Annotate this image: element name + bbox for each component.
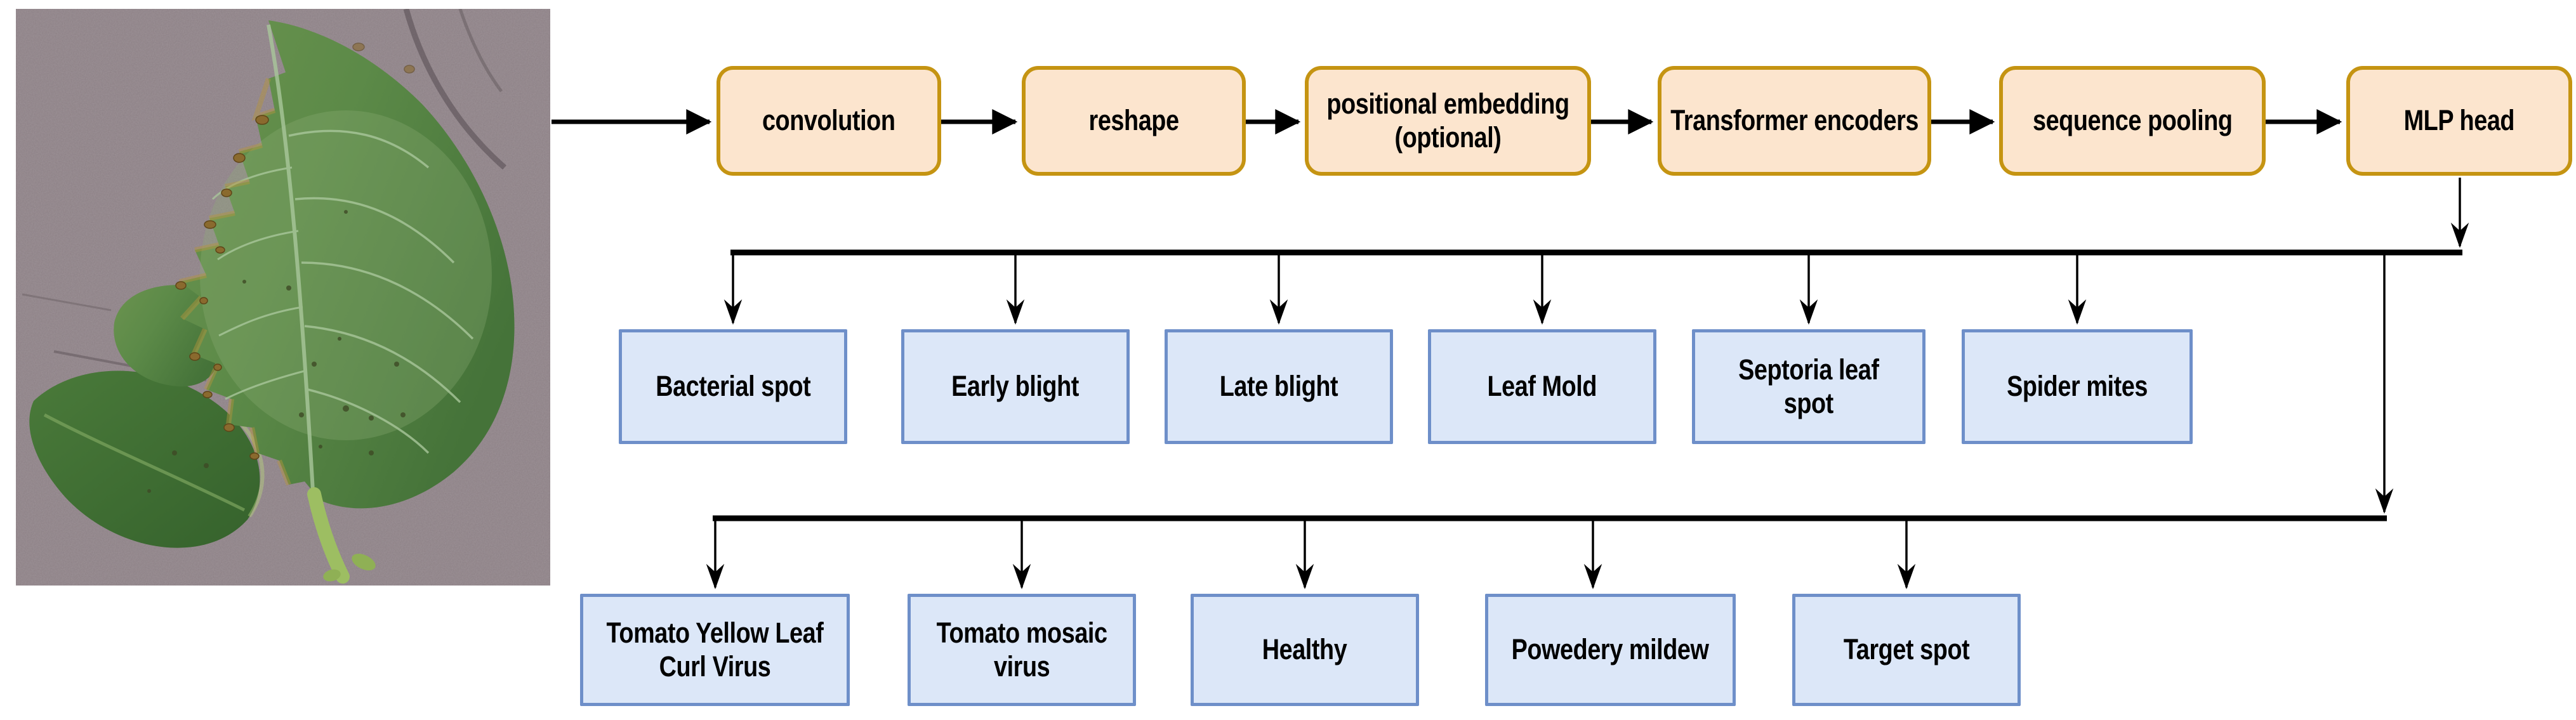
pipeline-step-label: MLP head [2403, 104, 2515, 137]
class-box-late-blight: Late blight [1165, 329, 1393, 444]
pipeline-step-label: positional embedding (optional) [1326, 88, 1569, 154]
class-label: Powedery mildew [1512, 633, 1709, 666]
pipeline-step-positional-embedding: positional embedding (optional) [1305, 66, 1591, 176]
class-label: Tomato mosaic virus [936, 617, 1107, 683]
pipeline-step-label: convolution [762, 104, 895, 137]
pipeline-step-label: Transformer encoders [1670, 104, 1919, 137]
class-box-bacterial-spot: Bacterial spot [619, 329, 847, 444]
pipeline-step-mlp-head: MLP head [2346, 66, 2572, 176]
pipeline-step-convolution: convolution [717, 66, 941, 176]
class-label: Septoria leaf spot [1738, 353, 1879, 419]
class-label: Healthy [1262, 633, 1347, 666]
class-box-target-spot: Target spot [1792, 594, 2021, 706]
class-label: Leaf Mold [1487, 370, 1597, 403]
class-box-powedery-mildew: Powedery mildew [1485, 594, 1736, 706]
leaf-main-blade [180, 20, 515, 509]
leaf-lower-leaflet [29, 370, 260, 548]
pipeline-step-reshape: reshape [1022, 66, 1246, 176]
pipeline-step-label: sequence pooling [2032, 104, 2233, 137]
leaf-stem [307, 487, 350, 584]
class-label: Spider mites [2007, 370, 2148, 403]
leaf-margin-tint [179, 77, 291, 486]
pipeline-step-transformer-encoders: Transformer encoders [1658, 66, 1931, 176]
class-label: Bacterial spot [655, 370, 811, 403]
tomato-leaf-photo [16, 9, 550, 586]
leaf [29, 20, 515, 584]
leaf-veins [211, 24, 474, 492]
class-box-leaf-mold: Leaf Mold [1428, 329, 1656, 444]
class-box-early-blight: Early blight [901, 329, 1130, 444]
class-label: Early blight [951, 370, 1080, 403]
class-box-septoria-leaf-spot: Septoria leaf spot [1692, 329, 1925, 444]
class-box-spider-mites: Spider mites [1962, 329, 2193, 444]
pipeline-step-label: reshape [1088, 104, 1179, 137]
class-label: Target spot [1843, 633, 1970, 666]
class-label: Late blight [1219, 370, 1338, 403]
class-label: Tomato Yellow Leaf Curl Virus [606, 617, 824, 683]
class-box-tomato-mosaic-virus: Tomato mosaic virus [908, 594, 1136, 706]
class-box-tomato-yellow-leaf-curl-virus: Tomato Yellow Leaf Curl Virus [580, 594, 850, 706]
pipeline-step-sequence-pooling: sequence pooling [1999, 66, 2266, 176]
class-box-healthy: Healthy [1191, 594, 1419, 706]
leaf-speckles [147, 210, 406, 493]
leaf-spots [175, 43, 415, 460]
